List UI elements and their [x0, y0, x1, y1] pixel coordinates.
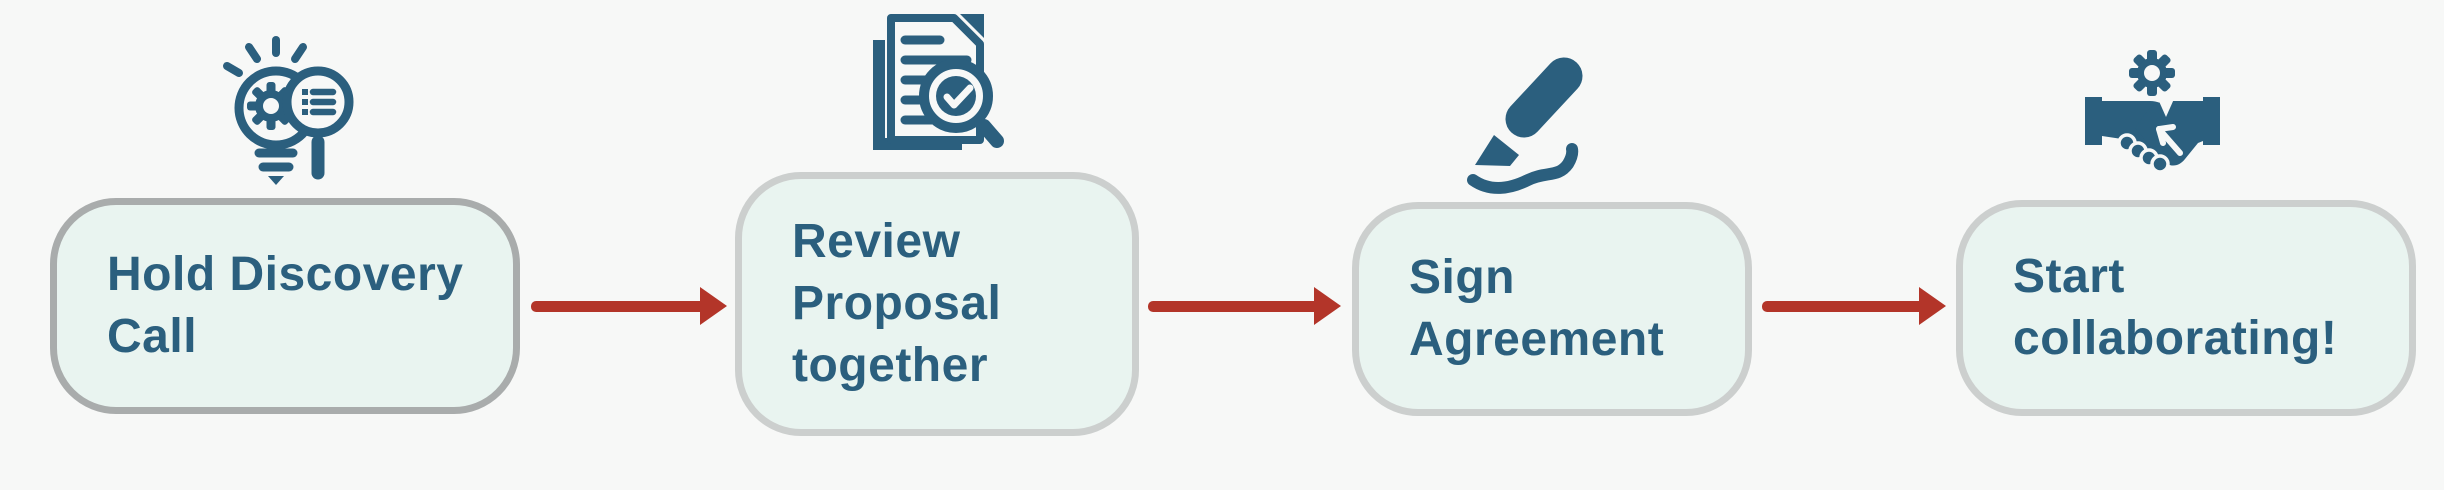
step-box-start-collaborating: Start collaborating! [1956, 200, 2416, 416]
idea-research-icon [223, 36, 354, 185]
arrow-shaft [1762, 300, 1919, 312]
step-label-line: Review [792, 215, 961, 268]
step-box-sign-agreement: Sign Agreement [1352, 202, 1752, 416]
step-label-line: Call [107, 310, 198, 363]
step-label-line: collaborating! [2013, 312, 2338, 365]
step-label-line: Proposal [792, 277, 1002, 330]
flow-arrow-2 [1148, 287, 1341, 325]
step-label-line: Hold Discovery [107, 248, 464, 301]
step-label-line: Start [2013, 250, 2125, 303]
arrow-head-icon [700, 287, 727, 325]
step-label-line: together [792, 339, 988, 392]
step-box-review-proposal-together: Review Proposal together [735, 172, 1139, 436]
arrow-head-icon [1919, 287, 1946, 325]
sign-marker-icon [1467, 57, 1583, 194]
arrow-shaft [531, 300, 700, 312]
arrow-head-icon [1314, 287, 1341, 325]
handshake-gear-icon [2085, 50, 2220, 174]
step-label-line: Sign [1409, 251, 1515, 304]
step-label-line: Agreement [1409, 313, 1665, 366]
flow-arrow-3 [1762, 287, 1946, 325]
arrow-shaft [1148, 300, 1314, 312]
step-box-hold-discovery-call: Hold Discovery Call [50, 198, 520, 414]
flow-arrow-1 [531, 287, 727, 325]
review-proposal-icon [873, 14, 1004, 150]
